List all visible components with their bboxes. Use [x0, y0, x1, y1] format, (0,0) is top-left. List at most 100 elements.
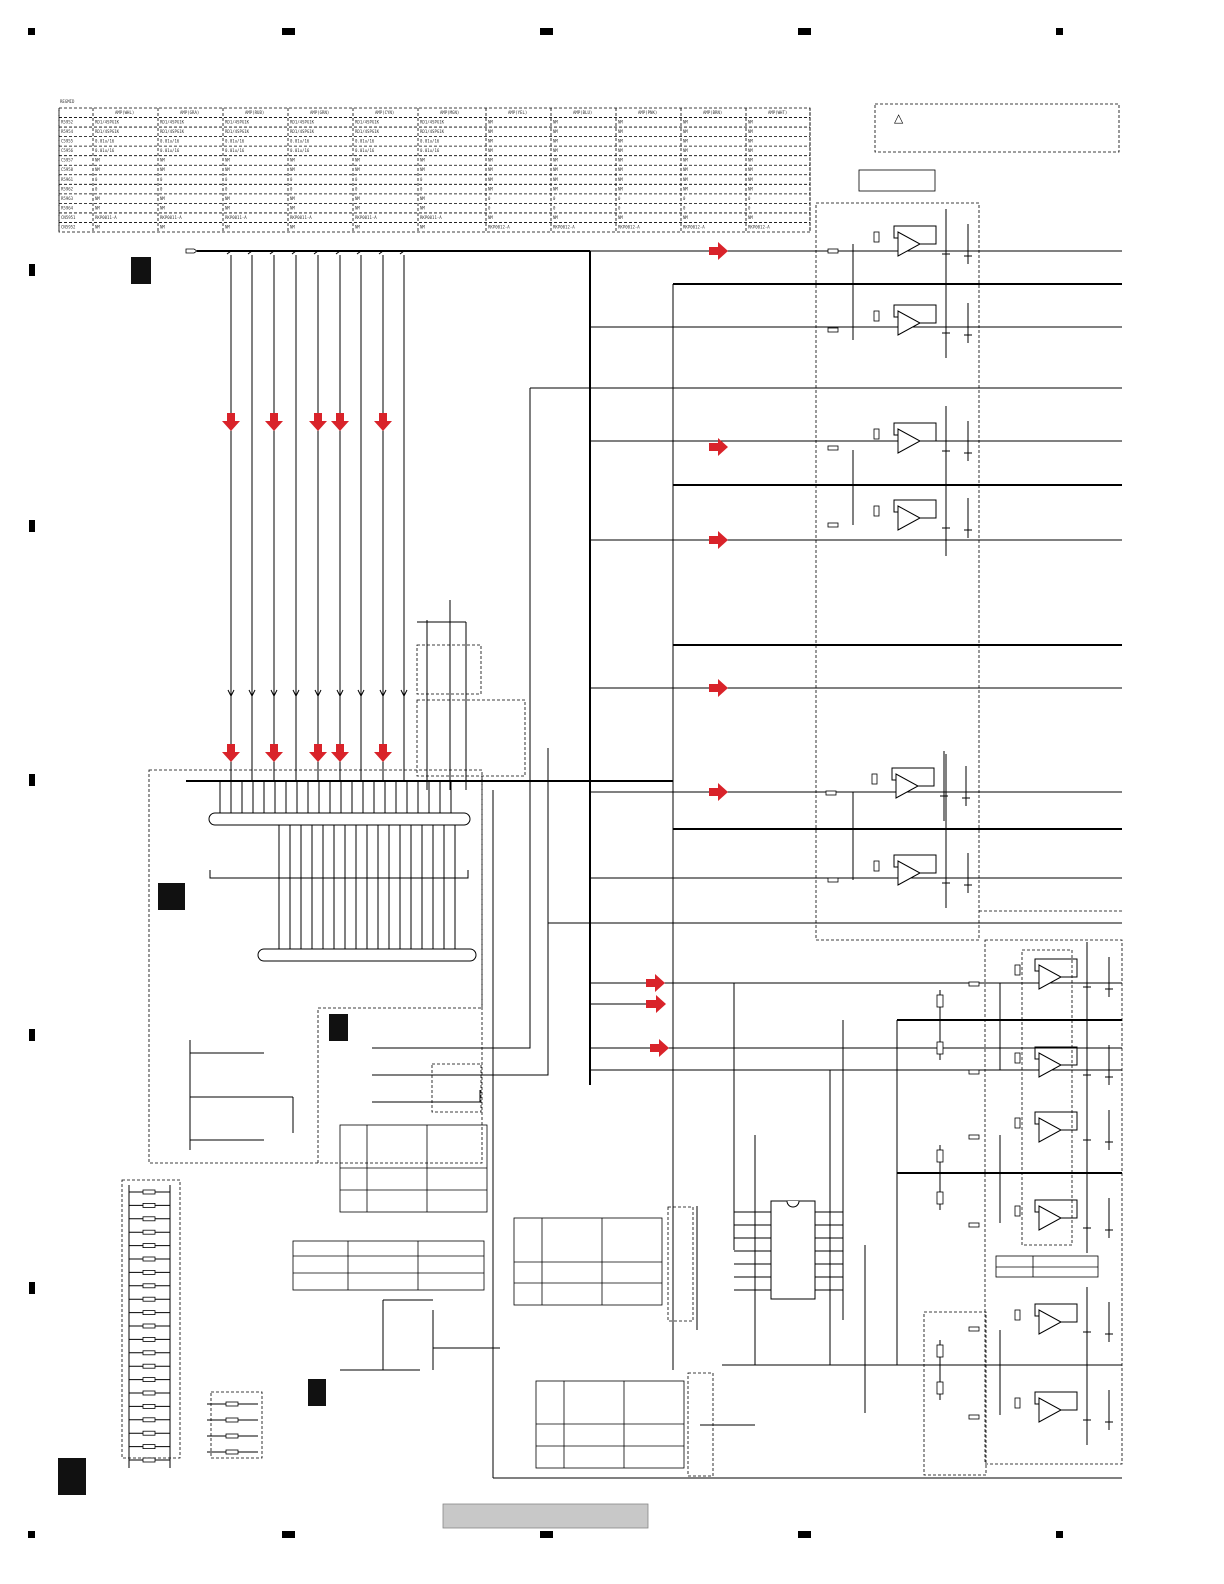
table-cell: 0	[748, 205, 751, 210]
table-cell: NM	[683, 167, 688, 172]
table-cell: NM	[748, 177, 753, 182]
signal-arrow-down	[265, 413, 283, 431]
feedback-loop	[1034, 1111, 1078, 1131]
table-header-cell: AMP(WHT)	[768, 110, 787, 115]
table-cell: NM	[160, 196, 165, 201]
ladder-resistor	[225, 1401, 239, 1407]
table-cell: RKP0011-A	[160, 215, 182, 220]
table-cell: RD1/4SPG1K	[225, 120, 250, 125]
ladder-resistor	[142, 1337, 156, 1342]
table-header-cell: AMP(GRN)	[310, 110, 329, 115]
table-cell: NM	[95, 158, 100, 163]
table-cell: NM	[95, 205, 100, 210]
signal-arrow-down	[309, 744, 327, 762]
table-cell: 0.01u/16	[355, 139, 375, 144]
input-lines	[226, 250, 408, 781]
table-cell: NM	[225, 205, 230, 210]
table-cell: NM	[618, 167, 623, 172]
table-cell: 0.01u/16	[160, 148, 180, 153]
table-cell: NM	[355, 167, 360, 172]
table-cell: C5958	[61, 167, 74, 172]
table-cell: 0	[683, 205, 686, 210]
table-cell: NM	[618, 215, 623, 220]
table-cell: 0.01u/16	[95, 148, 115, 153]
table-cell: NM	[553, 167, 558, 172]
table-cell: NM	[290, 196, 295, 201]
ladder-resistor	[142, 1296, 156, 1302]
signal-arrow-down	[374, 744, 392, 762]
branch-tick	[313, 250, 319, 255]
table-cell: RD1/4SPG1K	[290, 120, 315, 125]
table-cell: NM	[420, 205, 425, 210]
table-cell: NM	[488, 120, 493, 125]
table-cell: NM	[290, 205, 295, 210]
parts-table: REGMID AMP(WHL)AMP(GRA)AMP(RUB)AMP(GRN)A…	[58, 99, 811, 233]
table-cell: RD1/4SPG1K	[420, 120, 445, 125]
table-cell: RKP0012-A	[618, 224, 640, 229]
resistor	[873, 310, 880, 322]
resistor	[1014, 1205, 1021, 1217]
table-cell: R5952	[61, 120, 74, 125]
table-cell: 0.01u/16	[225, 148, 245, 153]
feedback-loop	[893, 499, 937, 519]
table-cell: 0	[420, 186, 423, 191]
table-cell: NM	[488, 177, 493, 182]
input-resistor	[827, 248, 839, 254]
table-cell: NM	[160, 158, 165, 163]
input-resistor	[968, 1222, 980, 1228]
table-cell: 0.01u/16	[420, 148, 440, 153]
ladder-resistor	[142, 1270, 156, 1275]
table-cell: NM	[748, 139, 753, 144]
opamp-symbol	[1038, 1117, 1063, 1143]
table-cell: RD1/4SPG1K	[95, 120, 120, 125]
table-cell: 0.01u/16	[290, 148, 310, 153]
input-resistor	[968, 1069, 980, 1075]
coil-symbol	[248, 689, 256, 700]
table-cell: NM	[290, 224, 295, 229]
table-cell: NM	[553, 158, 558, 163]
resistor	[873, 428, 880, 440]
opamp-symbol	[1038, 964, 1063, 990]
ladder-resistor	[142, 1430, 156, 1436]
table-cell: C5956	[61, 148, 74, 153]
feedback-loop	[1034, 1391, 1078, 1411]
table-cell: NM	[553, 120, 558, 125]
table-cell: RKP0012-A	[748, 224, 770, 229]
table-cell: NM	[420, 167, 425, 172]
ladder-resistor	[225, 1433, 239, 1439]
opamp-symbol	[1038, 1205, 1063, 1231]
signal-arrow-right	[709, 679, 728, 697]
signal-arrow-down	[222, 413, 240, 431]
table-cell: NM	[488, 186, 493, 191]
opamp-symbol	[897, 428, 922, 454]
table-cell: NM	[683, 139, 688, 144]
feedback-loop	[1034, 1199, 1078, 1219]
table-header-cell: AMP(BLU)	[573, 110, 592, 115]
table-header-cell: AMP(MGN)	[440, 110, 459, 115]
table-cell: RD1/4SPG1K	[420, 129, 445, 134]
coil-symbol	[270, 689, 278, 700]
table-cell: RKP0011-A	[290, 215, 312, 220]
table-cell: 0.01u/16	[420, 139, 440, 144]
table-cell: C5957	[61, 158, 74, 163]
ladder-resistor	[142, 1310, 156, 1315]
table-cell: R5954	[61, 129, 74, 134]
ladder-resistor	[142, 1283, 156, 1289]
table-cell: 0	[420, 177, 423, 182]
table-cell: RD1/4SPG1K	[290, 129, 315, 134]
table-cell: 0.01u/16	[225, 139, 245, 144]
branch-tick	[378, 250, 384, 255]
feedback-loop	[893, 422, 937, 442]
table-title: REGMID	[60, 99, 75, 104]
branch-tick	[247, 250, 253, 255]
ladder-resistor	[142, 1404, 156, 1409]
table-cell: NM	[748, 186, 753, 191]
ladder-resistor	[142, 1417, 156, 1423]
input-resistor	[968, 1326, 980, 1332]
signal-arrow-right	[709, 531, 728, 549]
table-cell: NM	[95, 167, 100, 172]
opamp-symbol	[1038, 1309, 1063, 1335]
ladder-resistor	[142, 1323, 156, 1329]
signal-arrow-down	[331, 413, 349, 431]
registration-marks	[28, 28, 1063, 1538]
